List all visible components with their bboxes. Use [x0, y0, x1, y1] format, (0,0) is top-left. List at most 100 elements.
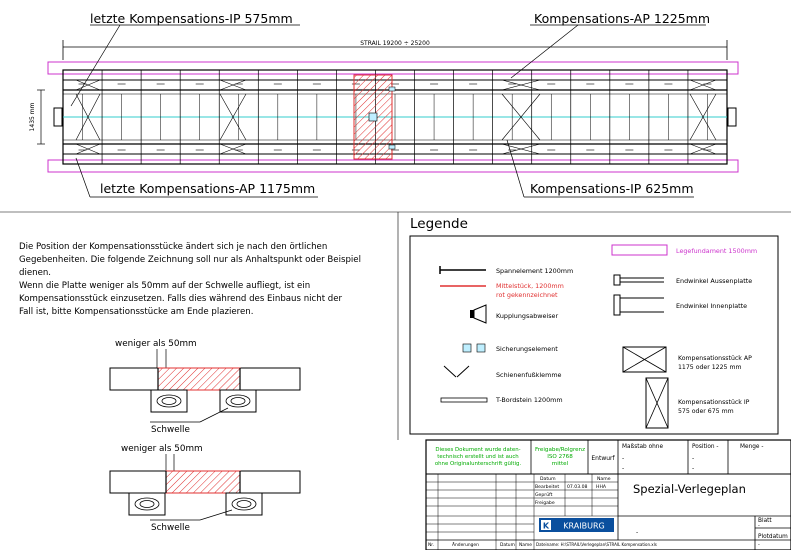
tb-dash: -: [622, 455, 624, 462]
legend-box: [409, 235, 779, 435]
detail-2-compensation-piece: [165, 470, 241, 494]
legend-item-komp-ip-size: 575 oder 675 mm: [678, 408, 734, 415]
description-line: Kompensationsstück einzusetzen. Falls di…: [19, 294, 343, 304]
tb-plotdatum: Plotdatum: [758, 534, 788, 540]
tb-freigabe-line: mittel: [552, 461, 569, 467]
legend-endwinkel-innen-head: [613, 294, 621, 316]
legend: Legende Spannelement 1200mm Mittelstück,…: [409, 216, 779, 435]
description-line: Fall ist, bitte Kompensationsstücke am E…: [19, 307, 253, 317]
compensation-cross: [75, 143, 101, 155]
tb-bearbeitet-name: HHA: [596, 484, 607, 490]
legend-item-spannelement: Spannelement 1200mm: [496, 267, 573, 275]
compensation-cross: [689, 143, 717, 155]
compensation-cross: [219, 143, 247, 155]
callout-bottom-left: letzte Kompensations-AP 1175mm: [100, 181, 315, 196]
callout-top-left: letzte Kompensations-IP 575mm: [90, 11, 293, 26]
legend-endwinkel-aussen-head: [613, 274, 621, 286]
foundation-bottom: [47, 159, 739, 173]
description-line: Wenn die Platte weniger als 50mm auf der…: [19, 281, 310, 291]
legend-komp-ip-symbol: [645, 377, 669, 429]
detail-1-sleeper-left: [150, 389, 188, 413]
legend-sicherung-symbol-2: [476, 343, 486, 353]
tb-blatt: Blatt: [758, 518, 772, 524]
compensation-cross: [689, 79, 717, 91]
kraiburg-logo-box: [539, 518, 614, 532]
detail-1-sleeper-right: [219, 389, 257, 413]
compensation-cross: [689, 93, 717, 141]
tb-drawing-title: Spezial-Verlegeplan: [633, 482, 746, 496]
kraiburg-logo-text: KRAIBURG: [563, 522, 604, 531]
detail-1-label-bottom: Schwelle: [151, 425, 190, 435]
compensation-cross: [75, 79, 101, 91]
detail-2-wood-grain-left: [134, 497, 160, 511]
detail-1-wood-grain-right: [225, 394, 251, 408]
panel-joints: [75, 70, 717, 164]
compensation-cross: [501, 143, 541, 155]
tb-name-header: Name: [597, 476, 611, 482]
tb-note-line: ohne Originalunterschrift gültig.: [435, 461, 522, 467]
end-angle-right: [727, 107, 737, 127]
compensation-cross: [501, 79, 541, 91]
detail-1-wood-grain-left: [156, 394, 182, 408]
detail-2-wood-grain-right: [231, 497, 257, 511]
legend-item-kupplung: Kupplungsabweiser: [496, 312, 558, 320]
tb-dash: -: [758, 523, 760, 529]
callout-top-right-leader: [510, 24, 579, 79]
legend-klemme-symbol-left: [443, 365, 457, 378]
legend-komp-ip-diag-2: [645, 377, 669, 429]
detail-2-label-top: weniger als 50mm: [121, 444, 203, 454]
crossing-plan: STRAIL 19200 ÷ 25200 1435 mm letzte Komp…: [29, 11, 739, 198]
detail-2-leader: [199, 509, 233, 521]
detail-1-wood-grain-right-inner: [230, 397, 246, 405]
legend-item-komp-ap-size: 1175 oder 1225 mm: [678, 364, 742, 371]
tb-note-line: Dieses Dokument wurde daten-: [435, 447, 520, 453]
legend-item-komp-ap: Kompensationsstück AP: [678, 355, 752, 362]
legend-item-endwinkel-innen: Endwinkel Innenplatte: [676, 302, 747, 310]
foundation-top: [47, 61, 739, 75]
legend-item-komp-ip: Kompensationsstück IP: [678, 399, 750, 406]
legend-title: Legende: [410, 216, 468, 232]
compensation-cross: [219, 79, 247, 91]
callout-bottom-right-leader: [506, 139, 525, 198]
tb-entwurf: Entwurf: [591, 455, 615, 462]
legend-klemme-symbol-right: [456, 365, 470, 378]
detail-1-wood-grain-left-inner: [161, 397, 177, 405]
detail-sleeper-2: weniger als 50mm Schwelle: [109, 444, 301, 533]
legend-kupplung-mount: [470, 310, 474, 318]
tb-geprueft: Geprüft: [535, 492, 553, 498]
compensation-cross: [75, 93, 101, 141]
callout-top-left-leader: [70, 24, 121, 107]
compensation-cross: [219, 93, 247, 141]
compensation-cross: [501, 93, 541, 141]
end-angle-left: [53, 107, 63, 127]
tb-aenderungen: Änderungen: [452, 541, 479, 548]
revision-grid: [426, 474, 618, 550]
legend-item-klemme: Schienenfußklemme: [496, 371, 562, 379]
legend-komp-ap-symbol: [622, 346, 667, 373]
legend-item-endwinkel-aussen: Endwinkel Aussenplatte: [676, 277, 752, 285]
title-block-frame: [425, 439, 791, 550]
tb-bearbeitet: Bearbeitet: [535, 484, 559, 490]
safety-element-center: [368, 112, 378, 122]
detail-1-label-top: weniger als 50mm: [115, 339, 197, 349]
tb-dash: -: [636, 529, 638, 536]
tb-masstab: Maßstab ohne: [622, 444, 663, 450]
tb-menge: Menge -: [740, 444, 763, 450]
tb-datum-header: Datum: [540, 476, 556, 482]
tb-bearbeitet-date: 07.03.08: [567, 484, 588, 490]
legend-item-sicherung: Sicherungselement: [496, 345, 558, 353]
tb-dash: -: [692, 465, 694, 472]
tb-nr: Nr.: [428, 542, 434, 548]
description: Die Position der Kompensationsstücke änd…: [19, 242, 361, 317]
tb-datum-col: Datum: [500, 542, 515, 548]
callout-top-right: Kompensations-AP 1225mm: [534, 11, 710, 26]
legend-bordstein-symbol: [440, 397, 488, 403]
tb-freigabe-line: Freigabe/Rolgrenz: [535, 447, 585, 453]
safety-element-bottom: [388, 144, 396, 150]
tb-freigabe-row: Freigabe: [535, 500, 555, 506]
tb-position: Position -: [692, 444, 719, 450]
kraiburg-logo-k: K: [543, 522, 550, 531]
tb-note-line: technisch erstellt und ist auch: [437, 454, 518, 460]
legend-item-bordstein: T-Bordstein 1200mm: [495, 396, 563, 404]
